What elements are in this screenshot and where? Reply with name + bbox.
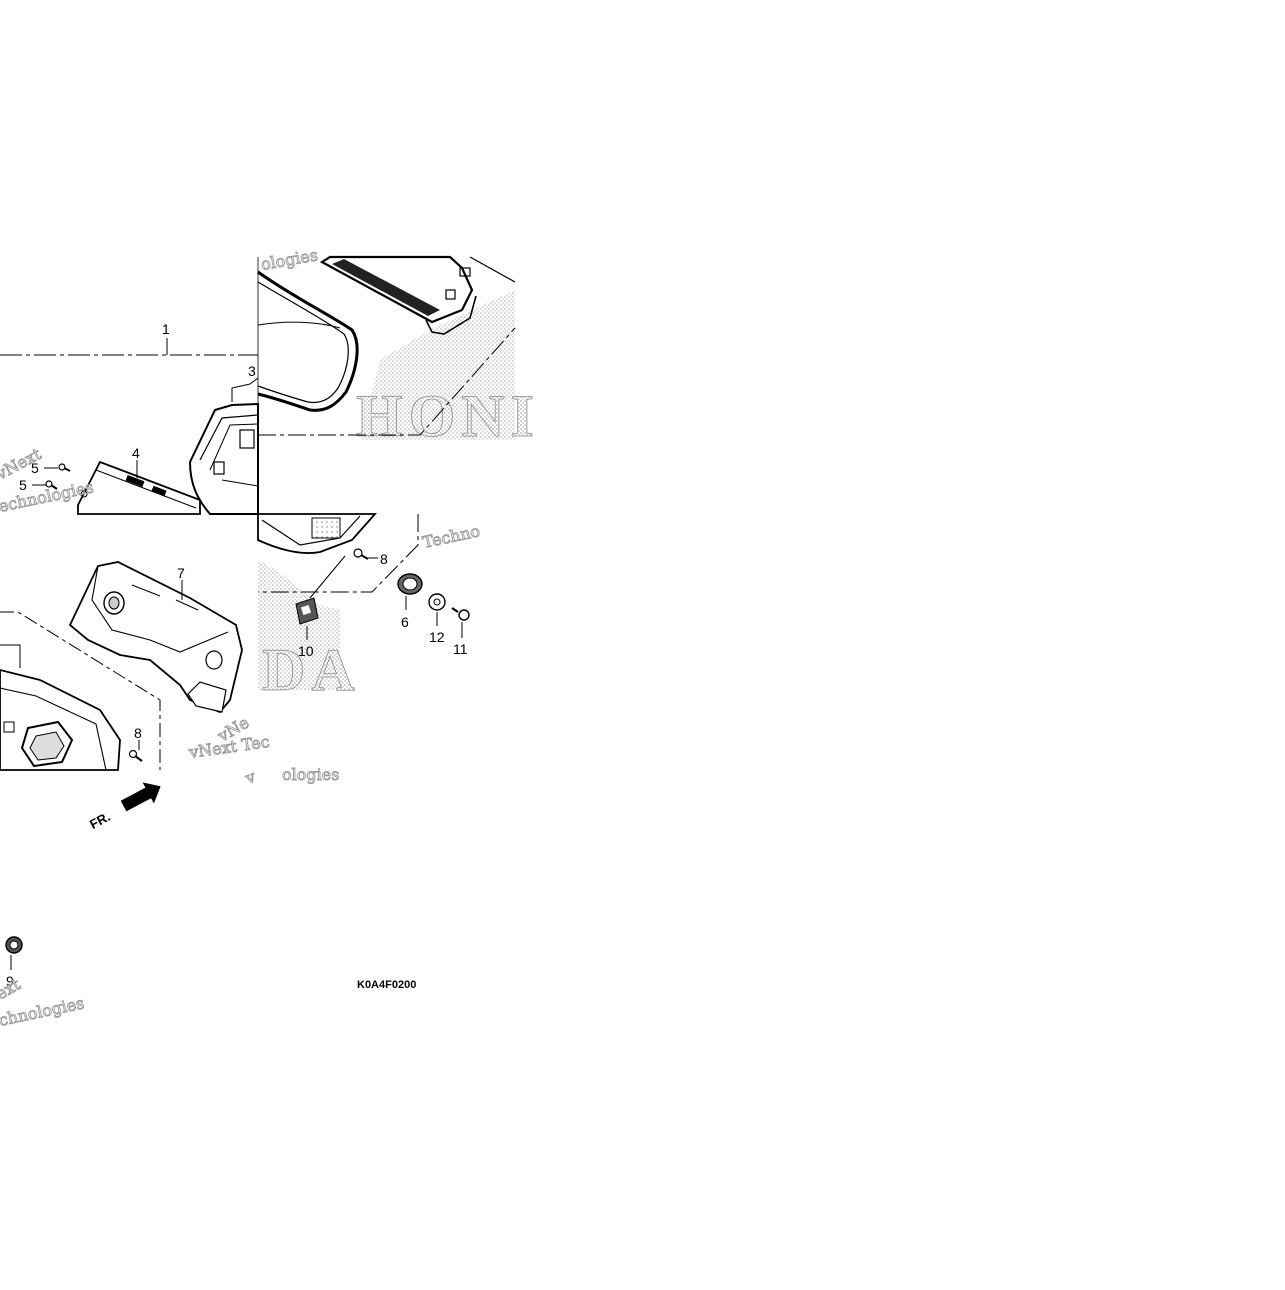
callout-7: 7 [177,565,185,581]
callout-4: 4 [132,445,140,461]
watermark-text: ext [0,974,24,1003]
callout-3: 3 [248,363,256,379]
callout-8-right: 8 [380,551,388,567]
watermark-text: ologies [259,245,319,274]
watermark-text: Techno [421,521,482,552]
brand-mark-top: HONI [356,383,540,449]
front-direction-arrow: FR. [87,782,161,832]
callout-8-left: 8 [134,725,142,741]
callout-9: 9 [6,973,14,989]
front-direction-label: FR. [87,809,113,832]
brand-mark-bottom: DA [262,637,361,703]
callout-5-lower: 5 [19,477,27,493]
callout-6: 6 [401,614,409,630]
upper-cover-tile [0,338,259,515]
callout-1: 1 [162,321,170,337]
clip-nut-icon [295,597,319,625]
lower-cover-tile: FR. [0,561,243,832]
screw-icon [128,749,143,762]
drawing-code: K0A4F0200 [357,979,416,991]
screw-icon [353,548,369,560]
fasteners-tile: DA [257,513,470,703]
bolt-icon [451,607,470,621]
bolt-tile [5,936,23,970]
washer-icon [428,593,446,611]
screw-icon [58,463,71,472]
meter-panel-tile: HONI [257,255,540,449]
callout-10: 10 [298,643,314,659]
bolt-icon [5,936,23,954]
callout-11: 11 [453,641,468,657]
watermark-text: chnologies [0,993,86,1030]
watermark-text: ologies [282,765,339,784]
grommet-icon [397,573,423,595]
callout-5-upper: 5 [31,460,39,476]
screw-icon [45,480,58,490]
callout-12: 12 [429,629,445,645]
callout-labels: 1 3 4 5 5 7 8 8 6 12 11 10 9 [6,321,468,989]
watermark-text: v [242,767,258,788]
